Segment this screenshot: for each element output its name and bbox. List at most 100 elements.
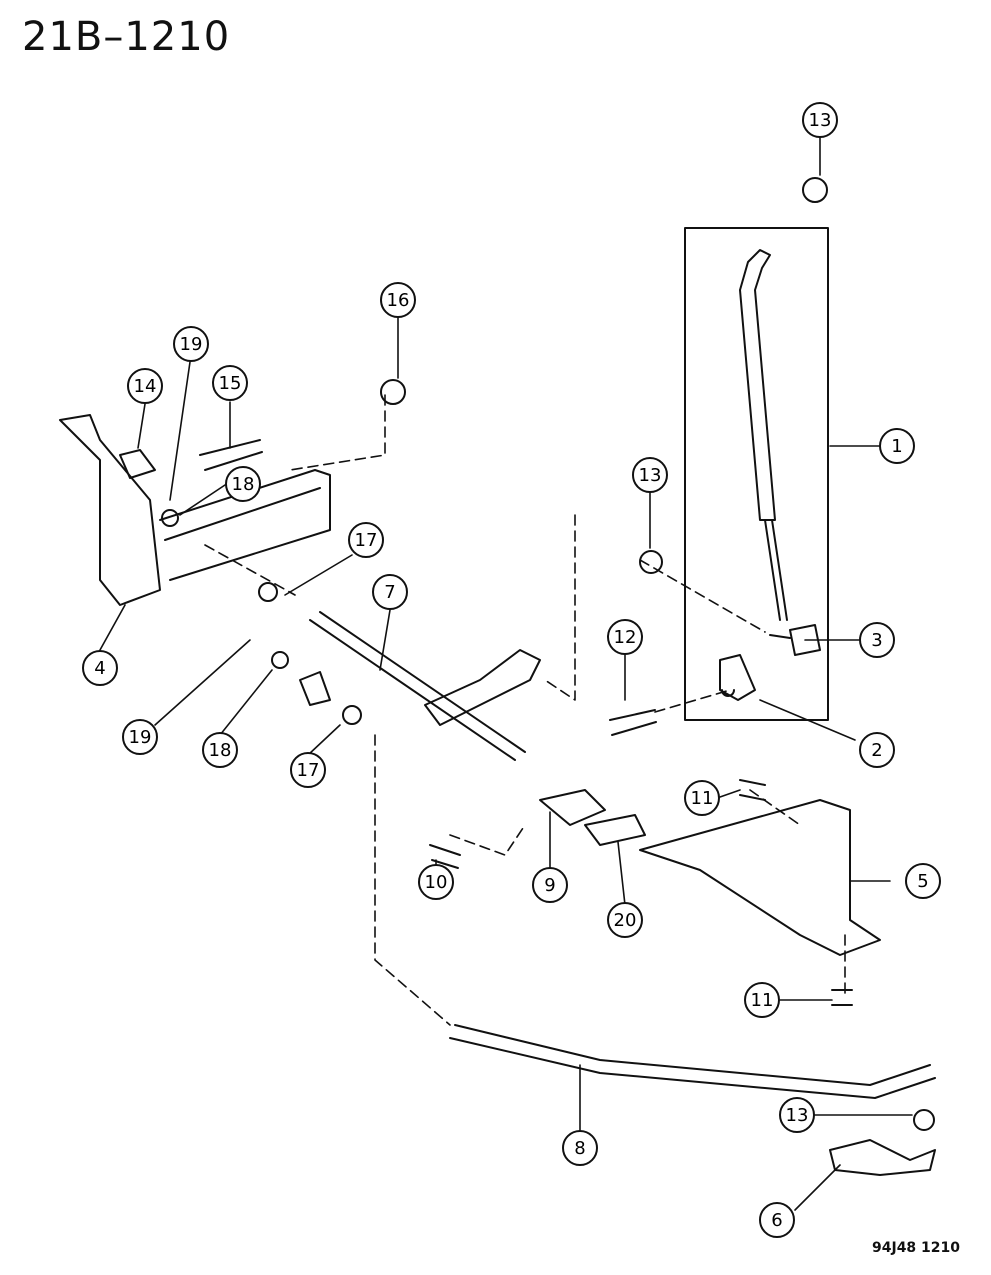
callout-number: 11 [751, 990, 774, 1011]
part-15-bolt [199, 439, 263, 471]
callout-circle [607, 902, 643, 938]
callout-number: 3 [871, 630, 882, 651]
callout-c16: 16 [380, 282, 416, 318]
callout-circle [905, 863, 941, 899]
callout-c5: 5 [905, 863, 941, 899]
callout-c17a: 17 [348, 522, 384, 558]
diagram-title: 21B–1210 [22, 14, 231, 60]
callout-number: 1 [891, 436, 902, 457]
callout-circle [759, 1202, 795, 1238]
part-17-washer-upper [258, 582, 278, 602]
callout-circle [632, 457, 668, 493]
callout-c8: 8 [562, 1130, 598, 1166]
callout-number: 9 [544, 875, 555, 896]
callout-number: 4 [94, 658, 105, 679]
callout-number: 18 [232, 474, 255, 495]
callout-number: 20 [614, 910, 637, 931]
callout-number: 14 [134, 376, 157, 397]
callout-circle [348, 522, 384, 558]
callout-c17b: 17 [290, 752, 326, 788]
callout-circle [202, 732, 238, 768]
callout-circle [532, 867, 568, 903]
callout-c18a: 18 [225, 466, 261, 502]
callout-circle [225, 466, 261, 502]
part-4-bracket [59, 414, 161, 606]
callout-circle [380, 282, 416, 318]
callout-number: 18 [209, 740, 232, 761]
drawing-code: 94J48 1210 [872, 1240, 961, 1256]
callout-c9: 9 [532, 867, 568, 903]
callout-c7: 7 [372, 574, 408, 610]
callout-number: 17 [355, 530, 378, 551]
callout-circle [859, 622, 895, 658]
callout-circle [607, 619, 643, 655]
callout-number: 12 [614, 627, 637, 648]
callout-c4: 4 [82, 650, 118, 686]
callout-number: 15 [219, 373, 242, 394]
part-5-bracket [639, 799, 881, 956]
callout-number: 11 [691, 788, 714, 809]
callout-number: 19 [180, 334, 203, 355]
part-6-lever [829, 1139, 936, 1176]
callout-c10: 10 [418, 864, 454, 900]
callout-circle [290, 752, 326, 788]
part-14-bolt [119, 449, 156, 479]
part-7-lever [424, 649, 541, 726]
callout-number: 7 [384, 582, 395, 603]
callout-c3: 3 [859, 622, 895, 658]
part-7-shaft [309, 611, 526, 761]
callout-c13a: 13 [802, 102, 838, 138]
callout-number: 16 [387, 290, 410, 311]
part-3-block [769, 624, 821, 656]
callout-circle [127, 368, 163, 404]
callout-c15: 15 [212, 365, 248, 401]
callout-number: 10 [425, 872, 448, 893]
callout-number: 13 [639, 465, 662, 486]
callout-c11a: 11 [684, 780, 720, 816]
callout-circle [684, 780, 720, 816]
part-18-washer-lower [271, 651, 289, 669]
callout-c2: 2 [859, 732, 895, 768]
callout-c18b: 18 [202, 732, 238, 768]
callout-number: 6 [771, 1210, 782, 1231]
callout-circle [122, 719, 158, 755]
callout-circle [744, 982, 780, 1018]
part-13-grommet-mid [639, 550, 663, 574]
part1-group-box [684, 227, 829, 721]
part-13-grommet-top [802, 177, 828, 203]
callout-c13c: 13 [779, 1097, 815, 1133]
part-2-bracket [719, 654, 756, 701]
callout-c14: 14 [127, 368, 163, 404]
callout-circle [372, 574, 408, 610]
part-12-bolt [609, 709, 657, 736]
callout-circle [173, 326, 209, 362]
upper-rail [159, 469, 331, 581]
callout-circle [802, 102, 838, 138]
part-16-nut [380, 379, 406, 405]
callout-number: 13 [809, 110, 832, 131]
callout-c6: 6 [759, 1202, 795, 1238]
callout-circle [779, 1097, 815, 1133]
callout-number: 8 [574, 1138, 585, 1159]
callout-number: 17 [297, 760, 320, 781]
callout-c12: 12 [607, 619, 643, 655]
callout-c1: 1 [879, 428, 915, 464]
part-11-bolt-upper [739, 779, 766, 801]
part-9-bushing [539, 789, 606, 826]
part-18-washer-upper [161, 509, 179, 527]
callout-number: 13 [786, 1105, 809, 1126]
part-8-rod [449, 1024, 936, 1099]
callout-c20: 20 [607, 902, 643, 938]
callout-circle [212, 365, 248, 401]
callout-circle [82, 650, 118, 686]
part-13-grommet-lower [913, 1109, 935, 1131]
callout-number: 2 [871, 740, 882, 761]
callout-number: 5 [917, 871, 928, 892]
callout-circle [879, 428, 915, 464]
callout-c19b: 19 [122, 719, 158, 755]
callout-number: 19 [129, 727, 152, 748]
part-1-shift-rod [739, 249, 776, 521]
callout-circle [562, 1130, 598, 1166]
